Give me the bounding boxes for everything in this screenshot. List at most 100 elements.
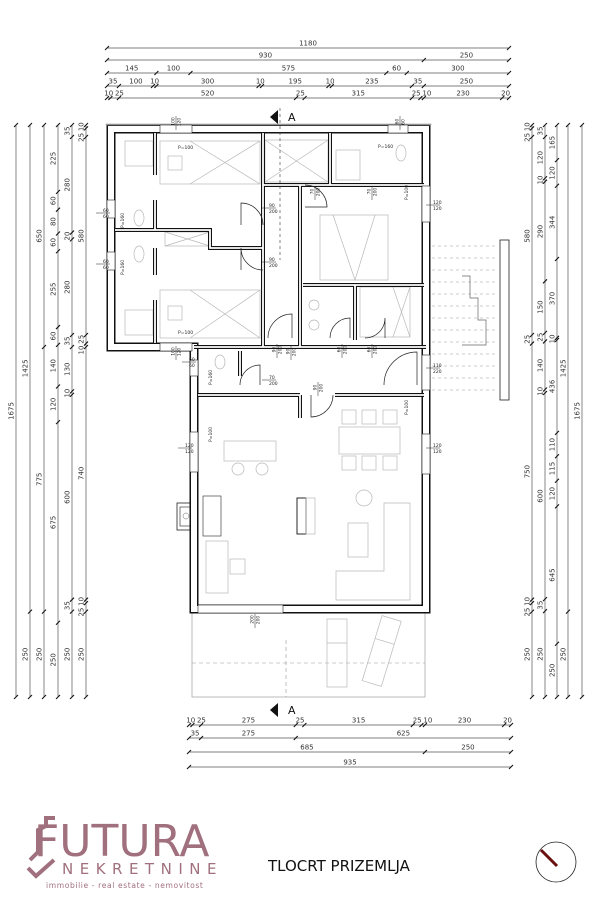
dimension-value: 250 [460,78,473,86]
parapet-height-label: P=100 [404,400,410,415]
dimension-tick [259,83,265,89]
dimension-tick [55,207,61,213]
opening-width: 60 [395,119,401,125]
dimension-value: 10 [150,78,159,86]
dimension-value: 10 [78,122,86,131]
dimension-tick [421,95,427,101]
dimension-value: 35 [64,127,72,136]
dimension-value: 60 [50,196,58,205]
opening-height: 200 [373,346,379,355]
dimension-value: 35 [109,78,118,86]
dimension-tick [506,95,512,101]
dimension-value: 100 [167,65,180,73]
dimension-value: 250 [524,648,532,661]
dimension-tick [83,694,89,700]
dimension-value: 1180 [299,40,317,48]
opening-width: 90 [269,203,275,209]
dimension-tick [501,722,507,728]
sun-lounger [361,615,402,687]
dimension-tick [565,122,571,128]
dimension-tick [529,694,535,700]
section-marker-top: A [270,108,296,260]
opening-height: 200 [373,188,379,197]
dimension-value: 250 [36,648,44,661]
opening-height: 200 [292,348,298,357]
dimension-tick [186,735,192,741]
dimension-value: 100 [129,78,142,86]
dimension-tick [293,735,299,741]
dimension-tick [554,335,560,341]
dimension-value: 315 [352,90,365,98]
dimension-tick [27,122,33,128]
dimension-value: 10 [423,717,432,725]
dimension-tick [542,387,548,392]
dimension-value: 25 [524,335,532,344]
dimension-value: 165 [549,136,557,149]
parapet-height-label: P=100 [178,330,193,336]
opening-width: 60 [337,347,343,353]
opening-width: 110 [433,363,442,369]
dimension-value: 290 [537,225,545,238]
dimension-value: 775 [36,473,44,486]
dimension-tick [554,122,560,128]
opening-height: 200 [269,209,278,215]
dimension-tick [83,126,89,131]
dimension-tick [508,722,514,728]
dimension-value: 675 [50,516,58,529]
dimension-value: 250 [461,744,474,752]
dimension-tick [13,694,19,700]
dimension-value: 235 [365,78,378,86]
dimension-tick [188,70,193,76]
dimension-tick [154,83,159,89]
dimension-value: 25 [78,335,86,344]
dimension-tick [329,83,335,89]
dimension-tick [529,126,535,131]
opening-height: 200 [319,384,325,393]
dimension-value: 436 [549,379,557,393]
dimension-chain: 1180 [104,40,512,51]
dimension-value: 1675 [8,402,16,420]
dimension-value: 115 [549,462,557,475]
dimension-tick [198,735,204,741]
logo-tagline: immobilie - real estate - nemovitost [46,881,204,890]
dimension-value: 60 [50,238,58,247]
dimension-tick [554,337,560,343]
dimension-tick [579,122,585,128]
dimension-value: 580 [524,229,532,242]
opening-width: 70 [269,375,275,381]
section-label: A [288,704,296,717]
dimension-tick [554,453,560,459]
opening-width: 120 [433,200,442,206]
dimension-tick [27,694,33,700]
dimension-tick [55,189,61,195]
dimension-value: 740 [78,467,86,480]
dimension-tick [41,344,47,350]
opening-height: 60 [401,119,407,125]
dimension-tick [104,83,110,89]
dimension-tick [154,70,159,76]
dimension-value: 25 [197,717,206,725]
dimension-tick [508,749,514,755]
dimension-tick [542,134,548,140]
dimension-value: 35 [537,601,545,610]
dimension-value: 10 [78,346,86,355]
dimension-value: 315 [352,717,365,725]
logo-subtitle: NEKRETNINE [62,860,223,878]
dimension-tick [410,722,416,728]
opening-width: 90 [272,347,278,353]
dimension-tick [83,344,89,350]
drawing-title: TLOCRT PRIZEMLJA [267,857,411,875]
terrace [191,611,426,698]
dimension-tick [554,430,560,436]
dimension-value: 230 [458,717,471,725]
dimension-value: 750 [524,465,532,478]
